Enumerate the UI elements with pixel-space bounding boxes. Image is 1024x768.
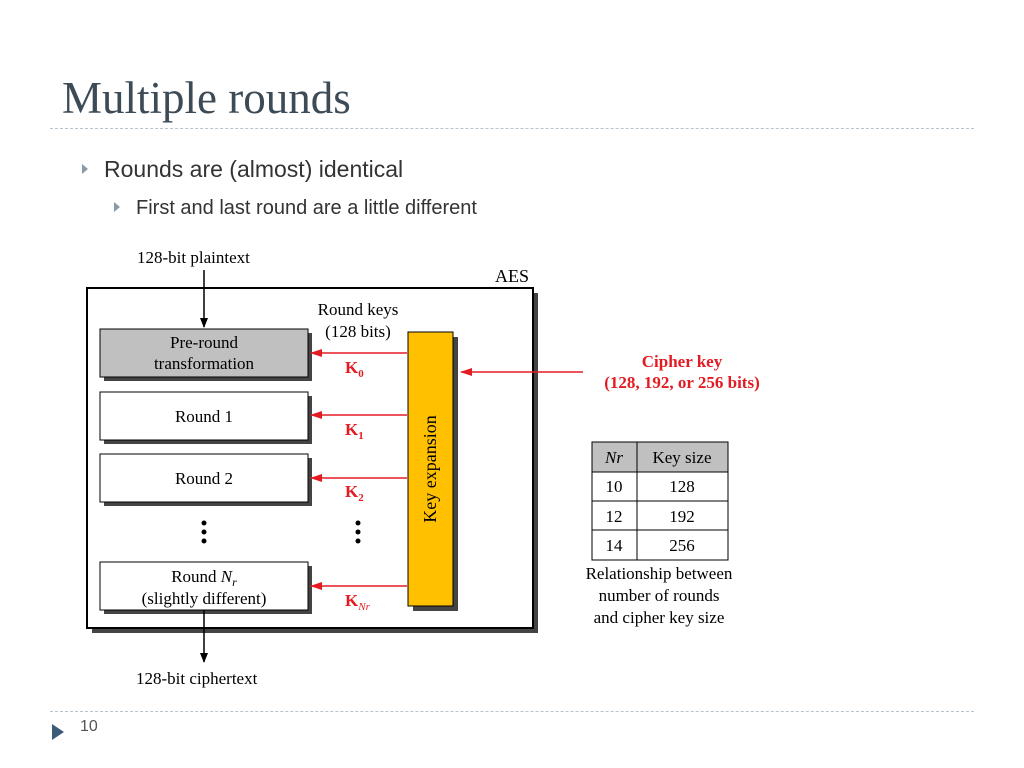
round-keys-label-line2: (128 bits) bbox=[325, 322, 391, 341]
k0-label: K0 bbox=[345, 358, 364, 380]
footer-triangle-icon bbox=[52, 724, 64, 740]
aes-label: AES bbox=[495, 266, 529, 286]
round-keys-label-line1: Round keys bbox=[318, 300, 399, 319]
rounds-ellipsis bbox=[201, 520, 207, 544]
table-cell: 10 bbox=[606, 477, 623, 496]
round-nr-box bbox=[99, 561, 309, 611]
cipher-key-sizes: (128, 192, or 256 bits) bbox=[604, 373, 760, 392]
bullet-level-2: First and last round are a little differ… bbox=[114, 197, 477, 220]
keys-ellipsis bbox=[355, 520, 361, 544]
bullet-arrow-icon bbox=[82, 163, 88, 174]
table-cell: 12 bbox=[606, 507, 623, 526]
footer-divider bbox=[50, 711, 974, 712]
round2-box bbox=[99, 453, 309, 503]
round1-label: Round 1 bbox=[175, 407, 233, 426]
title-divider bbox=[50, 128, 974, 129]
table-cell: 192 bbox=[669, 507, 695, 526]
rounds-key-size-table: Nr Key size 10 128 12 192 14 256 bbox=[591, 441, 729, 561]
table-header-nr: Nr bbox=[604, 448, 623, 467]
page-number: 10 bbox=[80, 718, 98, 735]
ciphertext-label: 128-bit ciphertext bbox=[136, 669, 258, 688]
pre-round-label-line2: transformation bbox=[154, 354, 255, 373]
table-caption-line2: number of rounds bbox=[599, 586, 720, 605]
table-cell: 256 bbox=[669, 536, 695, 555]
bullet-text: Rounds are (almost) identical bbox=[104, 156, 404, 182]
knr-label: KNr bbox=[345, 591, 371, 613]
table-caption-line1: Relationship between bbox=[586, 564, 733, 583]
table-header-key-size: Key size bbox=[652, 448, 711, 467]
bullet-level-1: Rounds are (almost) identical bbox=[82, 156, 403, 183]
table-body bbox=[591, 471, 729, 561]
round-nr-sublabel: (slightly different) bbox=[142, 589, 267, 608]
table-cell: 14 bbox=[606, 536, 624, 555]
round2-label: Round 2 bbox=[175, 469, 233, 488]
pre-round-box bbox=[99, 328, 309, 378]
table-header-row bbox=[591, 441, 729, 473]
plaintext-label: 128-bit plaintext bbox=[137, 248, 250, 267]
key-expansion-label: Key expansion bbox=[420, 415, 440, 522]
bullet-arrow-icon bbox=[114, 201, 120, 212]
bullet-text: First and last round are a little differ… bbox=[136, 197, 477, 219]
round1-box bbox=[99, 391, 309, 441]
k1-label: K1 bbox=[345, 420, 364, 442]
pre-round-label-line1: Pre-round bbox=[170, 333, 238, 352]
round-nr-label: Round Nr bbox=[171, 567, 237, 589]
slide-title: Multiple rounds bbox=[62, 73, 351, 123]
table-caption-line3: and cipher key size bbox=[594, 608, 725, 627]
cipher-key-label: Cipher key bbox=[642, 352, 723, 371]
table-cell: 128 bbox=[669, 477, 695, 496]
k2-label: K2 bbox=[345, 482, 364, 504]
key-expansion-box bbox=[407, 331, 454, 607]
